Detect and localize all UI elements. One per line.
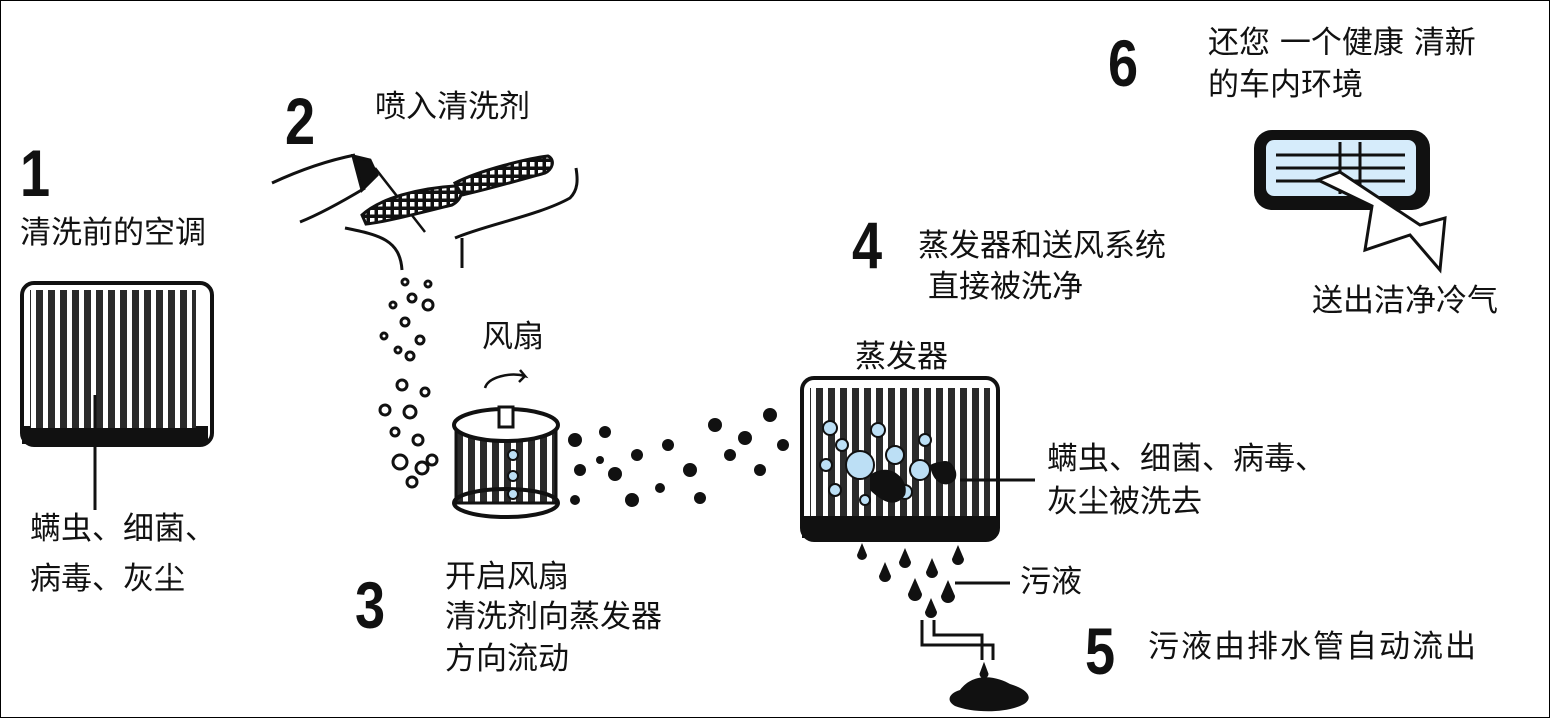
step-2-title: 喷入清洗剂 (375, 89, 530, 125)
cleaner-droplets-flowing (568, 408, 789, 507)
evap-dirt-line-2: 灰尘被洗去 (1047, 484, 1202, 520)
air-filter-right (452, 154, 554, 197)
dirt-label-line-2: 病毒、灰尘 (30, 561, 185, 597)
step-6-number: 6 (1108, 26, 1139, 100)
step-6-line-2: 的车内环境 (1208, 67, 1363, 103)
evaporator-label: 蒸发器 (855, 339, 948, 375)
cool-air-label: 送出洁净冷气 (1312, 283, 1498, 319)
step-4-line-2: 直接被洗净 (928, 269, 1083, 305)
step-4-number: 4 (852, 208, 883, 282)
cleaner-droplets-falling (378, 277, 439, 489)
dirt-label-line-1: 螨虫、细菌、 (30, 511, 216, 547)
evap-dirt-line-1: 螨虫、细菌、病毒、 (1047, 441, 1326, 477)
step-3-number: 3 (355, 568, 386, 642)
step-6-line-1: 还您 一个健康 清新 (1208, 25, 1476, 61)
step-4-line-1: 蒸发器和送风系统 (918, 228, 1166, 264)
fan-illustration (452, 369, 560, 519)
step-3-line-1: 开启风扇 (445, 559, 569, 595)
dirty-liquid-drops (857, 543, 1010, 618)
step-5-text: 污液由排水管自动流出 (1148, 629, 1478, 665)
clean-ac-vent (1254, 130, 1447, 274)
dirty-puddle (949, 677, 1029, 712)
rotation-arrow (483, 369, 529, 389)
step-1-title: 清洗前的空调 (20, 215, 206, 251)
cool-air-arrow-icon (1314, 170, 1447, 274)
step-5-number: 5 (1085, 614, 1116, 688)
fan-label: 风扇 (482, 319, 544, 355)
waste-label: 污液 (1020, 564, 1082, 600)
step-1-number: 1 (20, 136, 51, 210)
air-filter-left (360, 184, 463, 226)
dirty-ac-unit (20, 281, 214, 510)
step-3-line-3: 方向流动 (445, 641, 569, 677)
step-2-number: 2 (285, 84, 316, 158)
evaporator-illustration (800, 376, 1035, 542)
drain-pipe (920, 620, 995, 679)
step-3-line-2: 清洗剂向蒸发器 (445, 599, 662, 635)
